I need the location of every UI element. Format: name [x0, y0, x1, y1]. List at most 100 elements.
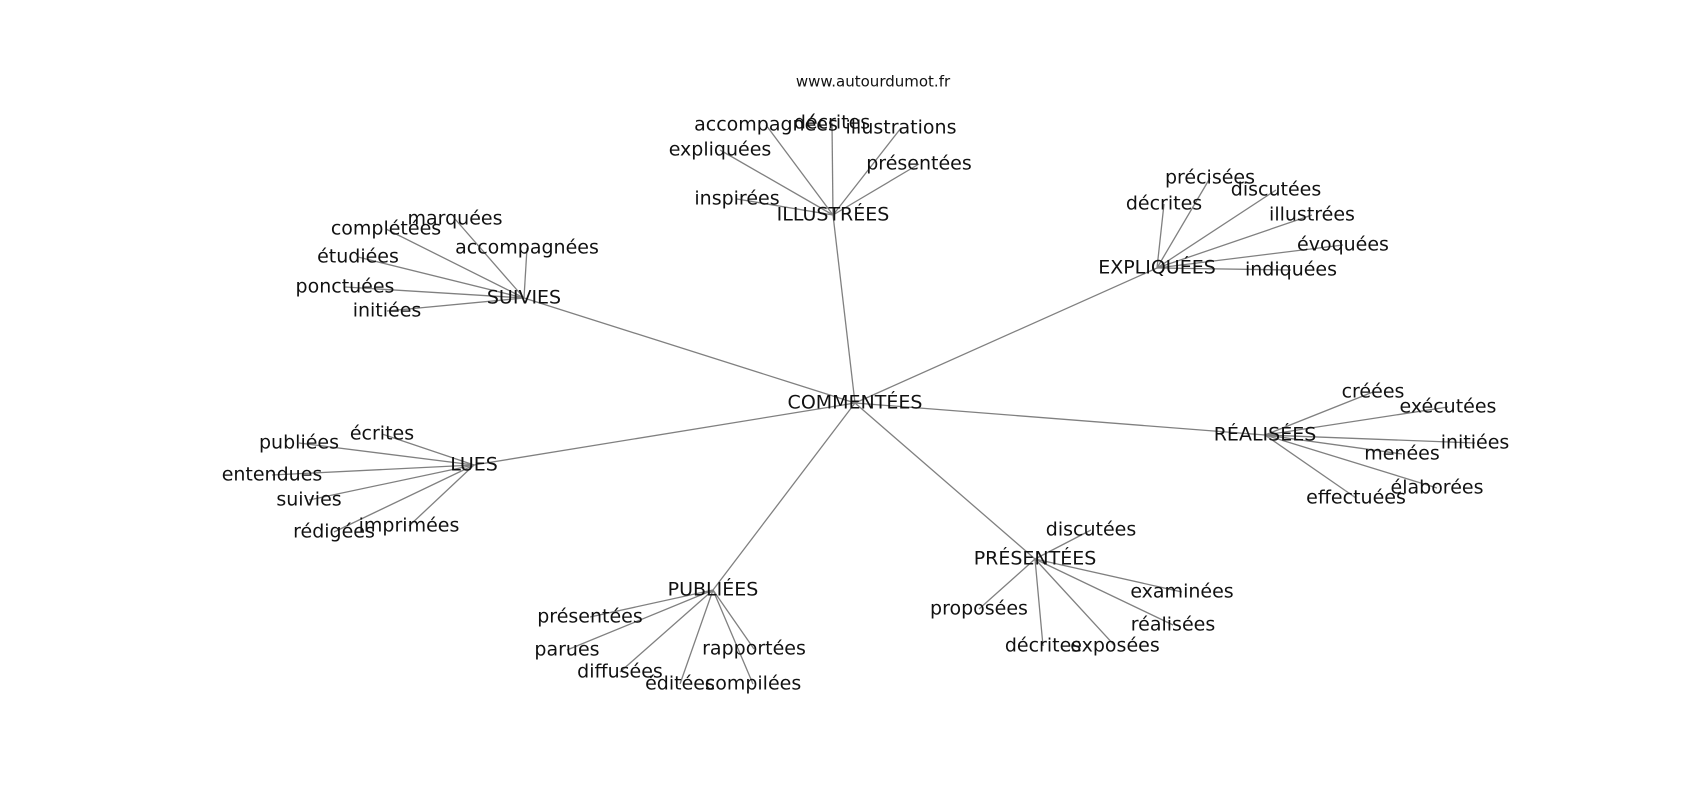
edge-realisees-5 [1264, 434, 1357, 499]
hub-node-realisees: RÉALISÉES [1214, 423, 1317, 446]
leaf-node-presentees-2: proposées [930, 598, 1028, 620]
hub-node-suivies: SUIVIES [487, 287, 561, 309]
edge-realisees-1 [1264, 406, 1449, 436]
edges-layer [271, 122, 1476, 685]
edge-presentees-3 [1034, 558, 1174, 626]
edge-illustrees-5 [736, 198, 834, 216]
leaf-node-publiees-5: compilées [705, 673, 801, 695]
labels-layer: COMMENTÉESILLUSTRÉESaccompagnéesdécrites… [222, 112, 1510, 695]
hub-node-expliquees: EXPLIQUÉES [1098, 256, 1216, 279]
center-node-label: COMMENTÉES [788, 391, 923, 414]
leaf-node-illustrees-5: inspirées [694, 188, 779, 210]
edge-lues-3 [308, 464, 475, 501]
leaf-node-lues-5: rédigées [293, 521, 375, 543]
edge-suivies-1 [385, 228, 525, 299]
edge-expliquees-5 [1156, 267, 1292, 271]
leaf-node-suivies-1: complétées [331, 218, 441, 240]
edge-publiees-1 [566, 589, 714, 651]
leaf-node-publiees-2: rapportées [702, 638, 806, 660]
edge-lues-2 [271, 464, 475, 476]
edge-center-realisees [854, 402, 1266, 436]
leaf-node-lues-3: suivies [276, 489, 341, 511]
leaf-node-expliquees-2: discutées [1231, 179, 1321, 201]
edge-presentees-5 [1034, 558, 1116, 647]
edge-publiees-2 [712, 589, 755, 650]
leaf-node-illustrees-1: décrites [794, 112, 870, 134]
edge-center-presentees [854, 402, 1036, 560]
leaf-node-lues-4: imprimées [359, 515, 460, 537]
edge-publiees-3 [619, 589, 714, 673]
hub-node-illustrees: ILLUSTRÉES [777, 203, 890, 226]
edge-center-expliquees [854, 267, 1158, 404]
edge-expliquees-3 [1156, 214, 1313, 269]
leaf-node-expliquees-1: décrites [1126, 193, 1202, 215]
leaf-node-realisees-2: menées [1364, 443, 1440, 465]
edge-illustrees-2 [832, 127, 902, 216]
leaf-node-publiees-3: diffusées [577, 661, 663, 683]
leaf-node-lues-1: publiées [259, 432, 339, 454]
edge-realisees-2 [1264, 434, 1403, 455]
edge-illustrees-4 [832, 163, 920, 216]
watermark-text: www.autourdumot.fr [796, 73, 951, 91]
edge-expliquees-2 [1156, 189, 1277, 269]
edge-illustrees-0 [765, 124, 834, 216]
leaf-node-illustrees-3: expliquées [669, 139, 772, 161]
hub-node-presentees: PRÉSENTÉES [974, 547, 1097, 570]
leaf-node-expliquees-5: indiquées [1245, 259, 1337, 281]
leaf-node-presentees-5: exposées [1070, 635, 1159, 657]
edge-center-lues [473, 402, 856, 466]
leaf-node-suivies-3: étudiées [317, 246, 399, 268]
leaf-node-suivies-5: initiées [353, 300, 422, 322]
edge-suivies-2 [523, 247, 528, 299]
hub-node-lues: LUES [450, 454, 498, 476]
edge-expliquees-1 [1156, 203, 1165, 269]
leaf-node-publiees-0: présentées [537, 606, 643, 628]
leaf-node-realisees-1: exécutées [1400, 396, 1497, 418]
leaf-node-presentees-3: réalisées [1131, 614, 1215, 636]
edge-publiees-0 [589, 589, 714, 618]
edge-center-suivies [523, 297, 856, 404]
leaf-node-realisees-3: initiées [1441, 432, 1510, 454]
leaf-node-illustrees-2: illustrations [846, 117, 957, 139]
edge-center-publiees [712, 402, 856, 591]
edge-suivies-5 [386, 297, 525, 312]
edge-expliquees-4 [1156, 244, 1344, 269]
leaf-node-expliquees-3: illustrées [1269, 204, 1355, 226]
leaf-node-illustrees-4: présentées [866, 153, 972, 175]
leaf-node-expliquees-4: évoquées [1297, 234, 1389, 256]
hub-node-publiees: PUBLIÉES [668, 578, 759, 601]
leaf-node-realisees-0: créées [1342, 381, 1405, 403]
leaf-node-illustrees-0: accompagnées [694, 114, 838, 136]
edge-expliquees-0 [1156, 177, 1211, 269]
edge-publiees-4 [679, 589, 714, 685]
edge-realisees-0 [1264, 391, 1374, 436]
leaf-node-presentees-4: décrites [1005, 635, 1081, 657]
edge-lues-0 [381, 433, 475, 466]
leaf-node-presentees-0: discutées [1046, 519, 1136, 541]
leaf-node-realisees-5: effectuées [1306, 487, 1406, 509]
leaf-node-realisees-4: élaborées [1391, 477, 1484, 499]
leaf-node-suivies-2: accompagnées [455, 237, 599, 259]
edge-presentees-4 [1034, 558, 1044, 647]
edge-realisees-3 [1264, 434, 1476, 444]
edge-lues-4 [408, 464, 475, 527]
edge-presentees-1 [1034, 558, 1183, 593]
edge-lues-1 [298, 442, 475, 466]
edge-illustrees-1 [831, 122, 834, 216]
edge-presentees-0 [1034, 529, 1092, 560]
edge-suivies-0 [454, 218, 525, 299]
leaf-node-expliquees-0: précisées [1165, 167, 1255, 189]
edge-presentees-2 [978, 558, 1036, 610]
edge-suivies-3 [357, 256, 525, 299]
edge-center-illustrees [832, 214, 856, 404]
leaf-node-publiees-1: parues [534, 639, 599, 661]
leaf-node-suivies-4: ponctuées [296, 276, 395, 298]
edge-lues-5 [333, 464, 475, 533]
edge-publiees-5 [712, 589, 754, 685]
edge-suivies-4 [344, 286, 525, 299]
leaf-node-lues-2: entendues [222, 464, 323, 486]
leaf-node-suivies-0: marquées [407, 208, 502, 230]
edge-realisees-4 [1264, 434, 1438, 489]
leaf-node-presentees-1: examinées [1130, 581, 1233, 603]
